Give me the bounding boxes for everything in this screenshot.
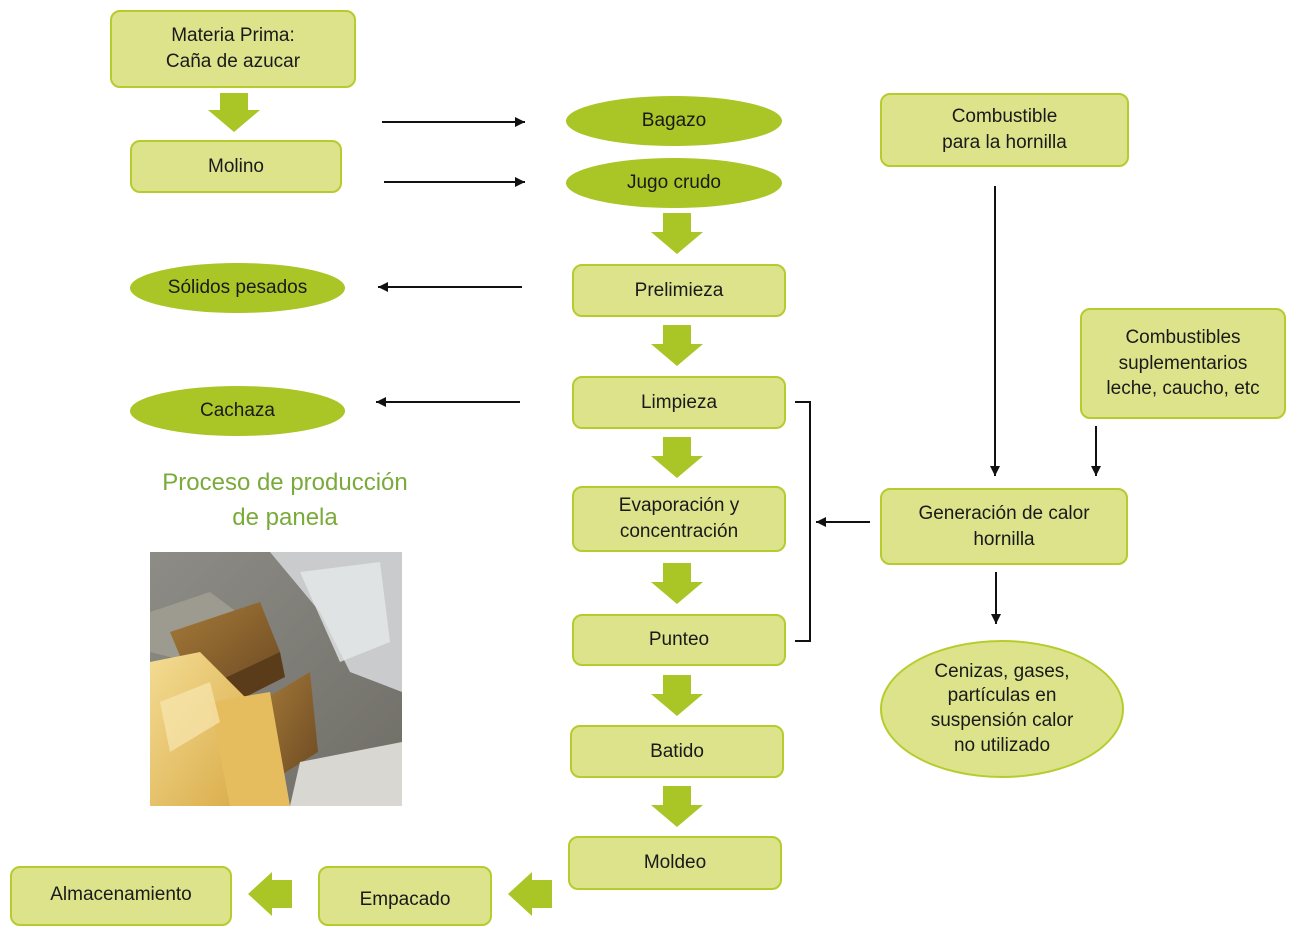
left-arrow-moldeo-empacado bbox=[508, 872, 552, 916]
node-evaporacion: Evaporación y concentración bbox=[572, 486, 786, 552]
node-combustible: Combustible para la hornilla bbox=[880, 93, 1129, 167]
node-combustibles-suplementarios: Combustibles suplementarios leche, cauch… bbox=[1080, 308, 1286, 419]
down-arrow-prelimpieza-limpieza bbox=[651, 325, 703, 366]
node-jugo-crudo: Jugo crudo bbox=[566, 158, 782, 208]
node-materia-prima: Materia Prima: Caña de azucar bbox=[110, 10, 356, 88]
panela-photo bbox=[150, 552, 402, 806]
down-arrow-materia-molino bbox=[208, 93, 260, 132]
diagram-caption: Proceso de producción de panela bbox=[162, 469, 408, 531]
node-limpieza: Limpieza bbox=[572, 376, 786, 429]
down-arrow-limpieza-evaporacion bbox=[651, 437, 703, 478]
down-arrow-batido-moldeo bbox=[651, 786, 703, 827]
heat-bracket bbox=[795, 401, 811, 642]
left-arrow-empacado-almacenamiento bbox=[248, 872, 292, 916]
node-batido: Batido bbox=[570, 725, 784, 778]
node-punteo: Punteo bbox=[572, 614, 786, 666]
node-moldeo: Moldeo bbox=[568, 836, 782, 890]
node-cenizas: Cenizas, gases, partículas en suspensión… bbox=[880, 640, 1124, 778]
down-arrow-jugo-prelimpieza bbox=[651, 213, 703, 254]
node-prelimpieza: Prelimieza bbox=[572, 264, 786, 317]
node-generacion-calor: Generación de calor hornilla bbox=[880, 488, 1128, 565]
node-molino: Molino bbox=[130, 140, 342, 193]
down-arrow-punteo-batido bbox=[651, 675, 703, 716]
node-solidos-pesados: Sólidos pesados bbox=[130, 263, 345, 313]
node-bagazo: Bagazo bbox=[566, 96, 782, 146]
down-arrow-evaporacion-punteo bbox=[651, 563, 703, 604]
node-cachaza: Cachaza bbox=[130, 386, 345, 436]
